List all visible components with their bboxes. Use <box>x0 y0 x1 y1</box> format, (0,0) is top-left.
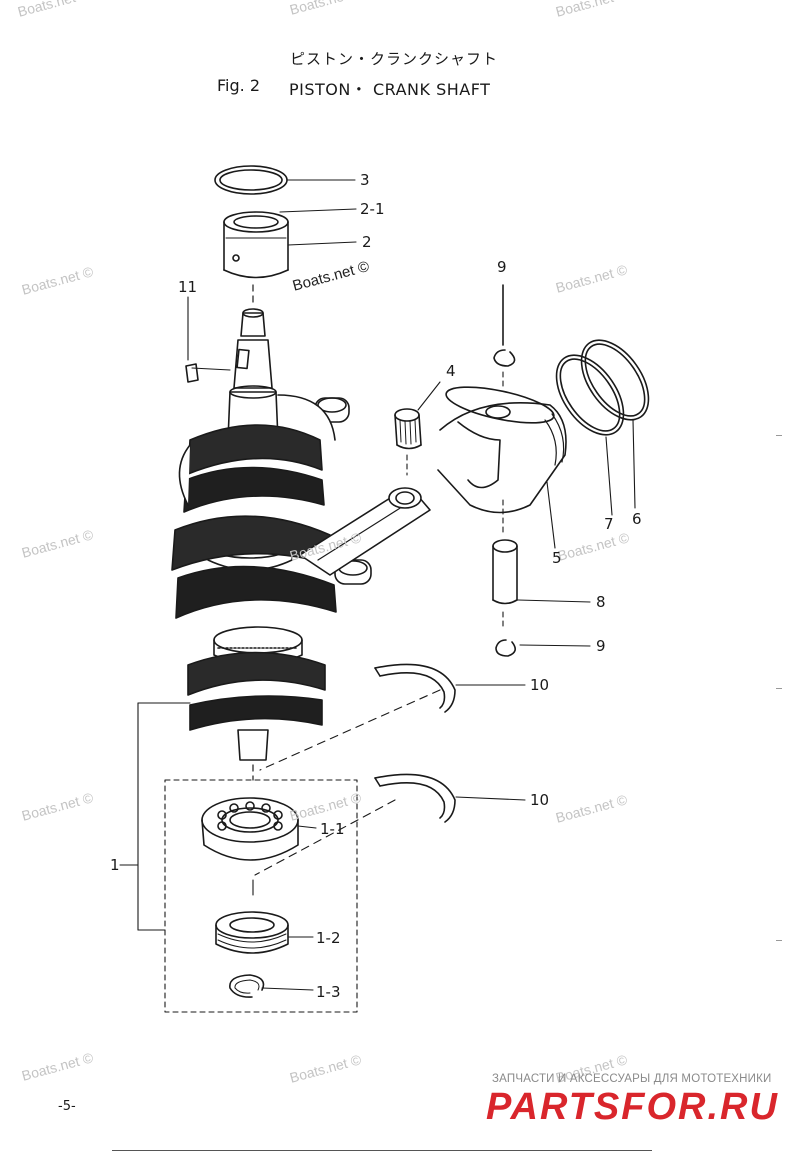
shop-logo: PARTSFOR.RU <box>486 1086 779 1128</box>
page-number: -5- <box>58 1099 76 1114</box>
callout-7: 7 <box>604 515 614 533</box>
part-4-needle-bearing <box>394 408 422 476</box>
crankshaft-upper-shaft <box>227 308 279 441</box>
callout-11: 11 <box>178 278 198 296</box>
title-japanese: ピストン・クランクシャフト <box>290 50 499 68</box>
crankshaft-lower-shaft <box>237 729 269 781</box>
part-10-thrust-washer-upper <box>374 663 456 713</box>
crankshaft-upper-web <box>183 424 325 513</box>
margin-tick <box>776 435 782 436</box>
part-1-2-oil-seal <box>215 911 289 954</box>
callout-2-1: 2-1 <box>360 200 385 218</box>
callout-6: 6 <box>632 510 642 528</box>
callout-9-upper: 9 <box>497 258 507 276</box>
footer-rule <box>112 1150 652 1151</box>
callout-10-upper: 10 <box>530 676 550 694</box>
margin-tick <box>776 940 782 941</box>
diagram-title: PISTON・ CRANK SHAFT <box>289 80 491 99</box>
part-5-piston <box>437 386 567 536</box>
shop-tagline: ЗАПЧАСТИ И АКСЕССУАРЫ ДЛЯ МОТОТЕХНИКИ <box>492 1073 772 1085</box>
part-7-piston-ring <box>555 354 625 436</box>
callout-1-2: 1-2 <box>316 929 341 947</box>
part-2-bearing <box>223 211 289 279</box>
part-1-1-ball-bearing <box>201 797 299 861</box>
callout-9-lower: 9 <box>596 637 606 655</box>
part-10-thrust-washer-lower <box>374 773 456 823</box>
callout-5: 5 <box>552 549 562 567</box>
callout-4: 4 <box>446 362 456 380</box>
crankshaft-middle-web <box>171 515 337 619</box>
crankshaft-counterweight-left <box>178 394 336 506</box>
callout-1-1: 1-1 <box>320 820 345 838</box>
part-9-circlip-upper <box>493 284 516 391</box>
callout-3: 3 <box>360 171 370 189</box>
connecting-rod <box>299 487 431 576</box>
leader-lines <box>119 179 636 991</box>
part-1-3-snap-ring <box>229 974 265 998</box>
crankshaft-lower-web <box>187 651 326 731</box>
margin-tick <box>776 688 782 689</box>
callout-10-lower: 10 <box>530 791 550 809</box>
callout-1: 1 <box>110 856 120 874</box>
callout-2: 2 <box>362 233 372 251</box>
callout-1-3: 1-3 <box>316 983 341 1001</box>
figure-number: Fig. 2 <box>217 76 260 95</box>
part-3-ring <box>214 165 288 195</box>
part-8-piston-pin <box>492 539 518 631</box>
part-11-woodruff-key <box>185 363 199 383</box>
callout-8: 8 <box>596 593 606 611</box>
part-1-assembly-box <box>164 779 358 1013</box>
part-6-piston-ring <box>580 339 650 421</box>
part-9-circlip-lower <box>495 639 516 657</box>
